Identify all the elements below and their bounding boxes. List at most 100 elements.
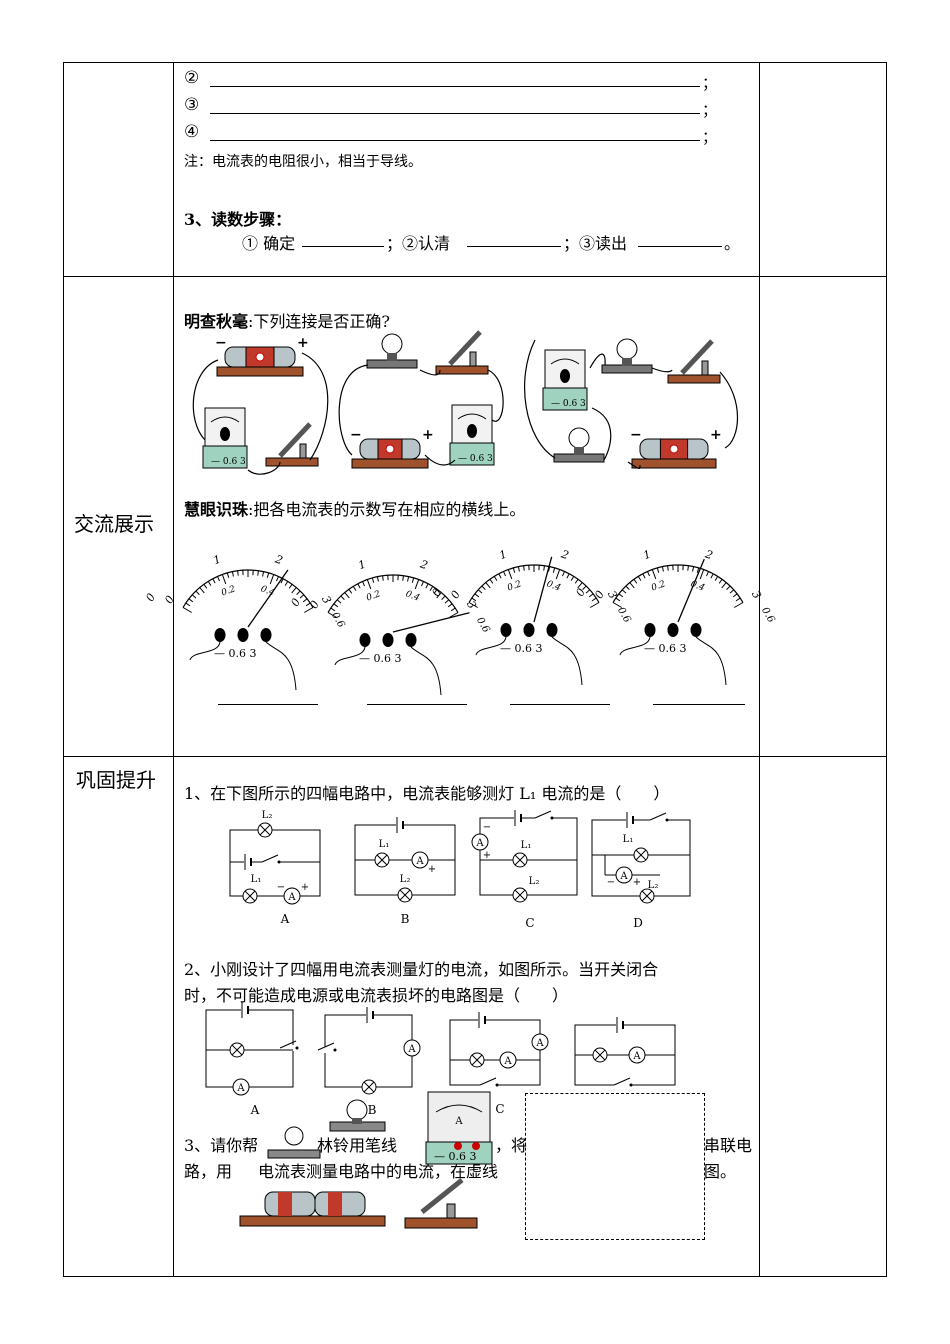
bulb-glass (346, 1099, 368, 1121)
dial-tick (621, 589, 627, 594)
polarity-sign: − (607, 877, 615, 888)
dial-label-top: 2 (703, 547, 715, 562)
switch-blade (479, 1077, 497, 1086)
lamp-label: L₁ (251, 874, 262, 885)
question-title: 明查秋毫 (184, 312, 249, 331)
dial-tick (185, 602, 191, 607)
terminal-dot (214, 628, 226, 642)
terminal-dot (405, 633, 417, 647)
switch-contact (277, 860, 281, 864)
cell-gap (241, 1004, 249, 1016)
dial-tick (296, 590, 301, 595)
switch-icon (667, 339, 721, 384)
dial-tick (555, 569, 561, 580)
question-3-part: 路，用 (184, 1162, 233, 1181)
polarity-sign: − (483, 822, 491, 833)
ammeter-scale (550, 358, 580, 365)
answer-blank[interactable] (210, 86, 700, 87)
cell-gap (244, 856, 252, 868)
dial-tick (618, 593, 624, 598)
ammeter-terminal-text: — 0.6 3 (211, 457, 246, 467)
lamp-cross (635, 849, 647, 861)
battery-band (328, 1192, 342, 1216)
dial-tick (305, 602, 311, 607)
cell-gap (366, 1009, 374, 1021)
switch-blade (317, 1042, 335, 1051)
switch-blade (649, 812, 667, 821)
answer-blank[interactable] (302, 246, 384, 247)
ammeter-base (449, 442, 495, 466)
dial-tick (226, 572, 230, 578)
dial-tick (425, 583, 429, 589)
reading-blank-2[interactable] (367, 704, 467, 705)
dial-tick (714, 576, 719, 581)
dial-tick (231, 571, 234, 577)
question-title: 慧眼识珠 (184, 500, 249, 519)
wire (651, 367, 673, 373)
dial-tick (485, 582, 491, 589)
dial-tick (433, 589, 438, 594)
question-2-line-2: 时，不可能造成电源或电流表损坏的电路图是（ ） (184, 986, 569, 1005)
q3-components: A— 0.6 3 (239, 1091, 493, 1229)
semicolon: ； (702, 101, 718, 119)
ammeter-needle-base (467, 424, 477, 438)
dial-label-bottom: 0.2 (220, 584, 237, 598)
cell-gap (478, 1014, 486, 1026)
battery-mark (669, 444, 679, 454)
minus-sign: − (350, 427, 362, 443)
steps-title: 3、读数步骤： (184, 210, 292, 229)
dial-tick (734, 602, 744, 608)
bulb-icon (366, 333, 418, 369)
answer-blank[interactable] (210, 113, 700, 114)
dial-label-bottom: 0.4 (545, 579, 562, 593)
terminal-red (472, 1142, 480, 1150)
bulb-base (267, 1149, 321, 1159)
drawing-box[interactable] (525, 1093, 705, 1240)
ammeter-letter: A (503, 1056, 512, 1067)
dial-tick (262, 571, 265, 577)
ammeter-face (427, 1091, 491, 1143)
semicolon: ； (702, 74, 718, 92)
ammeter-symbol (615, 866, 633, 884)
question-3-part: 电流表测量电路中的电流，在虚线 (258, 1162, 499, 1181)
dial-tick (407, 576, 410, 582)
ammeter-letter: A (407, 1044, 416, 1055)
plus-sign: + (297, 335, 309, 351)
reading-blank-4[interactable] (653, 704, 745, 705)
item-marker: ③ (184, 95, 200, 115)
ammeter-terminal-text: — 0.6 3 (434, 1150, 477, 1163)
lamp-label: L₁ (379, 839, 390, 850)
cell-gap (396, 819, 404, 831)
lamp-cross (244, 890, 256, 902)
dial-tick (552, 567, 556, 573)
dial-label-bottom: 0.2 (650, 579, 667, 593)
bulb-socket (352, 1118, 362, 1124)
reading-blank-3[interactable] (510, 704, 610, 705)
lamp-label: L₁ (521, 840, 532, 851)
dial-tick (523, 565, 525, 571)
dial-tick (625, 585, 630, 590)
wire (338, 364, 369, 456)
answer-blank[interactable] (467, 246, 561, 247)
ammeter-terminal-text: — 0.6 3 (551, 399, 586, 409)
dial-tick (517, 566, 520, 572)
dial-tick (280, 578, 284, 584)
dial-tick (212, 578, 216, 584)
dial-tick (503, 571, 506, 577)
answer-blank[interactable] (638, 246, 722, 247)
dial-tick (574, 579, 579, 584)
option-label: C (525, 916, 534, 930)
question-1: 1、在下图所示的四幅电路中，电流表能够测灯 L₁ 电流的是（ ） (184, 784, 670, 803)
dial-tick (590, 602, 600, 608)
wire (424, 454, 456, 466)
dial-tick (449, 612, 459, 618)
ammeter-base (542, 387, 588, 411)
ammeter-letter: A (535, 1038, 544, 1049)
column-divider-2 (759, 62, 760, 1277)
wire (247, 461, 281, 475)
minus-sign: − (630, 427, 642, 443)
ammeter-letter: A (619, 871, 628, 882)
reading-blank-1[interactable] (218, 704, 318, 705)
answer-blank[interactable] (210, 140, 700, 141)
